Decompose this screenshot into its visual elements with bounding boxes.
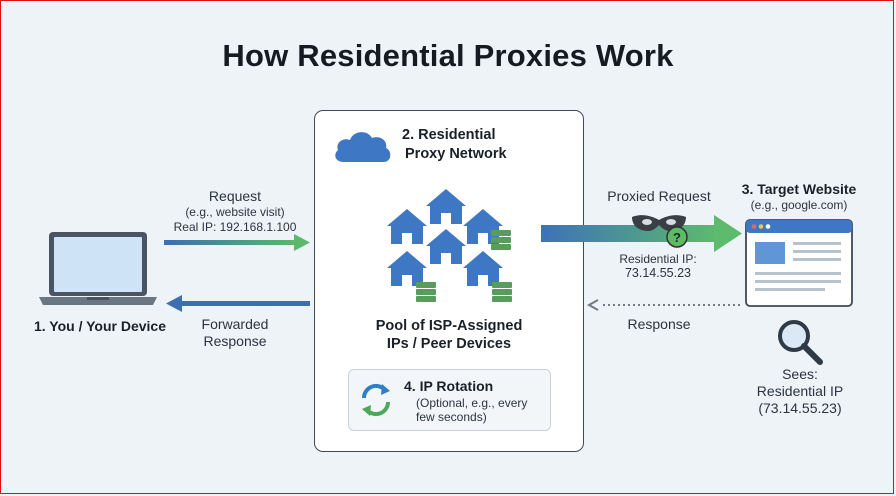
browser-window-icon — [745, 219, 853, 307]
target-title: 3. Target Website — [741, 181, 857, 197]
response-label: Response — [627, 316, 691, 332]
response-arrow — [586, 299, 740, 311]
residential-ip-value: 73.14.55.23 — [624, 266, 692, 280]
forwarded-response-line1: Forwarded — [201, 316, 269, 332]
house-cluster-icon — [387, 189, 512, 302]
sees-line3: (73.14.55.23) — [758, 400, 842, 416]
sees-line2: Residential IP — [756, 383, 844, 399]
pool-label-line2: IPs / Peer Devices — [386, 336, 512, 352]
ip-rotation-title: 4. IP Rotation — [404, 378, 494, 394]
sees-line1: Sees: — [782, 366, 818, 382]
proxy-network-title-line1: 2. Residential — [402, 127, 496, 143]
forwarded-response-line2: Response — [203, 333, 267, 349]
ip-rotation-box — [348, 369, 551, 431]
forwarded-response-arrow — [166, 295, 310, 312]
proxied-request-label: Proxied Request — [607, 188, 711, 204]
laptop-icon — [39, 232, 157, 305]
refresh-icon — [361, 383, 391, 417]
magnifier-icon — [778, 320, 823, 365]
pool-label-line1: Pool of ISP-Assigned — [375, 318, 523, 334]
svg-text:?: ? — [673, 230, 681, 245]
target-example: (e.g., google.com) — [750, 198, 848, 212]
page-title: How Residential Proxies Work — [222, 38, 674, 73]
mask-icon: ? — [632, 215, 688, 248]
request-label: Request — [208, 188, 262, 204]
proxy-network-title-line2: Proxy Network — [405, 146, 507, 162]
residential-ip-label: Residential IP: — [619, 252, 697, 266]
device-label: 1. You / Your Device — [33, 318, 166, 334]
request-example: (e.g., website visit) — [185, 205, 285, 219]
ip-rotation-note-line1: (Optional, e.g., every — [416, 396, 528, 410]
request-real-ip: Real IP: 192.168.1.100 — [173, 220, 297, 234]
request-arrow — [164, 234, 310, 251]
ip-rotation-note-line2: few seconds) — [416, 410, 487, 424]
cloud-icon — [335, 132, 391, 162]
